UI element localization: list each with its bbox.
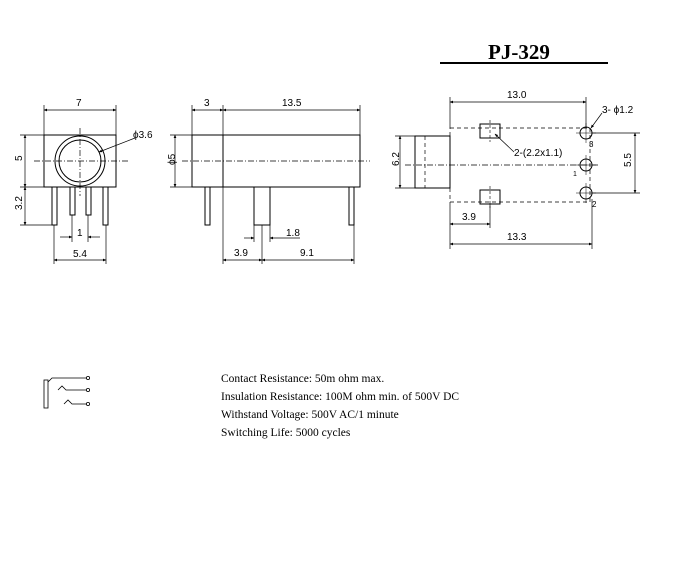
- footprint-bottom-dim-label: 13.3: [507, 232, 527, 243]
- side-view: [170, 105, 370, 264]
- side-pin-pos-label: 3.9: [234, 248, 248, 259]
- front-width-label: 7: [76, 98, 82, 109]
- footprint-slot-note: 2-(2.2x1.1): [514, 148, 562, 159]
- front-pin-left: [51, 186, 58, 226]
- title-underline: [440, 62, 608, 64]
- front-pin-mid-right: [85, 186, 92, 216]
- side-body-len-label: 13.5: [282, 98, 302, 109]
- footprint-pin-2-label: 2: [592, 200, 597, 209]
- footprint-pin-3-label: 3: [589, 140, 594, 149]
- spec-withstand-voltage: Withstand Voltage: 500V AC/1 minute: [221, 409, 399, 421]
- footprint-hole-note: 3- ϕ1.2: [602, 105, 634, 116]
- side-pin-mid: [253, 186, 271, 226]
- front-view: [20, 105, 136, 264]
- footprint-view: [395, 97, 640, 249]
- footprint-left-dim-label: 6.2: [391, 152, 402, 166]
- spec-insulation-resistance: Insulation Resistance: 100M ohm min. of …: [221, 391, 460, 403]
- part-title: PJ-329: [488, 40, 550, 64]
- front-pin-right: [102, 186, 109, 226]
- specifications-block: Contact Resistance: 50m ohm max. Insulat…: [221, 370, 459, 442]
- side-pin-front: [204, 186, 211, 226]
- schematic-sleeve: [43, 379, 49, 409]
- footprint-slot-dim-label: 3.9: [462, 212, 476, 223]
- front-pin-len-label: 3.2: [14, 196, 25, 210]
- schematic-symbol: [43, 375, 91, 409]
- front-pin-gap-label: 1: [77, 228, 83, 239]
- spec-contact-resistance: Contact Resistance: 50m ohm max.: [221, 373, 385, 385]
- side-front-dim-label: 3: [204, 98, 210, 109]
- front-height-label: 5: [14, 155, 25, 161]
- front-pin-span-label: 5.4: [73, 249, 87, 260]
- footprint-top-dim-label: 13.0: [507, 90, 527, 101]
- side-pin-rear: [348, 186, 355, 226]
- side-dia-label: ϕ5: [167, 153, 178, 165]
- footprint-pin-1-label: 1: [573, 171, 577, 178]
- front-hole-dia-label: ϕ3.6: [133, 130, 153, 141]
- side-pin-w-label: 1.8: [286, 228, 300, 239]
- spec-switching-life: Switching Life: 5000 cycles: [221, 427, 351, 439]
- footprint-jack-outline: [414, 135, 451, 189]
- front-pin-mid-left: [69, 186, 76, 216]
- footprint-right-dim-label: 5.5: [623, 153, 634, 167]
- side-pin-span-label: 9.1: [300, 248, 314, 259]
